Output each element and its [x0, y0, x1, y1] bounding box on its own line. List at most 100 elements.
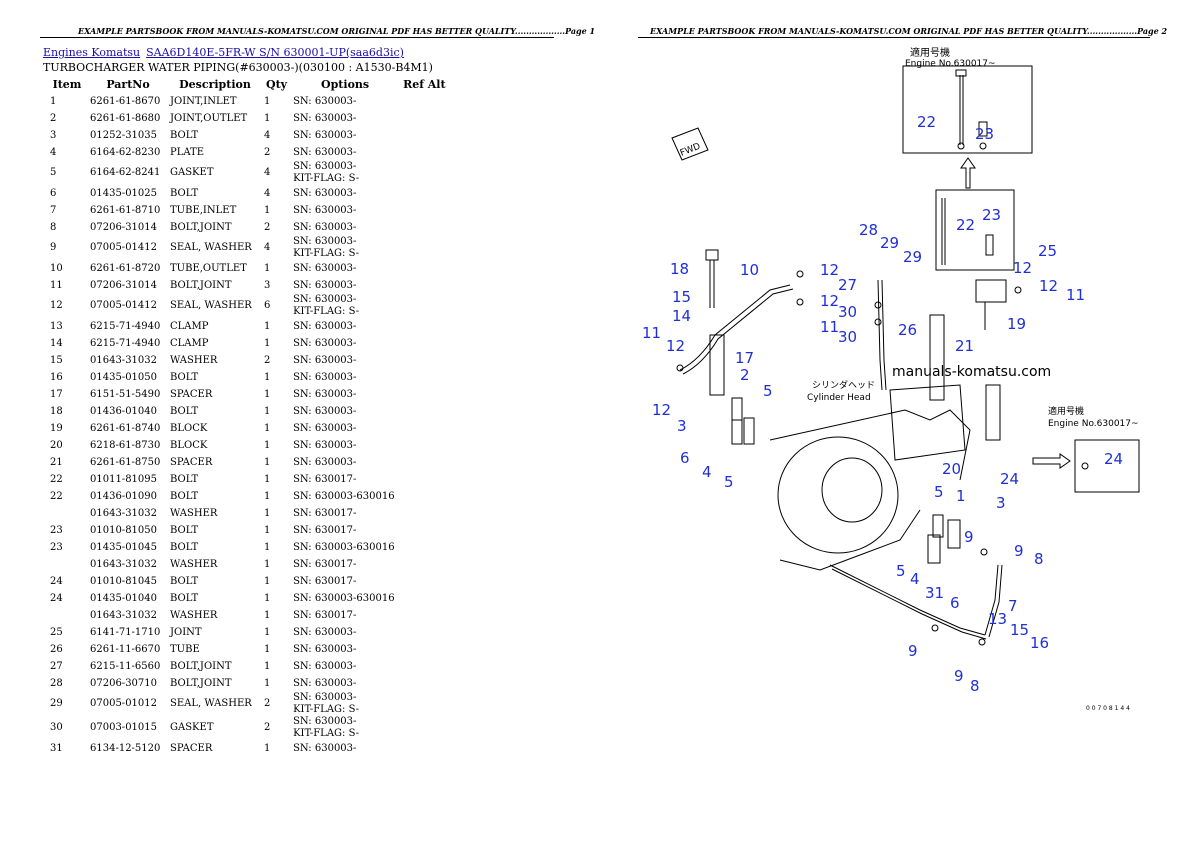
qty-cell: 2 — [264, 354, 271, 366]
options-serial: SN: 630003- — [293, 422, 357, 434]
qty-cell: 2 — [264, 722, 271, 733]
description-cell: BOLT,JOINT — [170, 677, 232, 689]
item-cell: 1 — [50, 95, 57, 107]
refalt-cell — [399, 716, 450, 740]
callout-number: 11 — [1066, 286, 1085, 304]
qty-cell: 1 — [264, 575, 271, 587]
inset-engine-label-right: Engine No.630017~ — [1048, 419, 1139, 429]
options-kit-flag: KIT-FLAG: S- — [293, 173, 360, 184]
options-kit-flag: KIT-FLAG: S- — [293, 306, 360, 317]
options-cell: SN: 630003-KIT-FLAG: S- — [291, 716, 399, 740]
item-cell: 22 — [50, 490, 63, 502]
partno-cell: 6164-62-8230 — [90, 146, 161, 158]
options-cell: SN: 630003- — [291, 318, 399, 335]
options-serial: SN: 630003- — [293, 692, 357, 703]
item-cell: 21 — [50, 456, 63, 468]
refalt-cell — [399, 522, 450, 539]
options-cell: SN: 630003- — [291, 277, 399, 294]
col-description: Description — [179, 78, 251, 91]
item-cell: 23 — [50, 524, 63, 536]
breadcrumb-link-engines[interactable]: Engines Komatsu — [43, 46, 141, 59]
description-cell: SEAL, WASHER — [170, 698, 252, 709]
callout-number: 12 — [820, 261, 839, 279]
qty-cell: 2 — [264, 698, 271, 709]
watermark: manuals-komatsu.com — [892, 364, 1051, 380]
callout-number: 9 — [954, 667, 964, 685]
partno-cell: 01436-01090 — [90, 490, 158, 502]
partno-cell: 01010-81050 — [90, 524, 158, 536]
options-cell: SN: 630003- — [291, 127, 399, 144]
callout-number: 26 — [898, 321, 917, 339]
refalt-cell — [399, 641, 450, 658]
item-cell: 25 — [50, 626, 63, 638]
refalt-cell — [399, 420, 450, 437]
item-cell: 24 — [50, 575, 63, 587]
callout-number: 11 — [820, 318, 839, 336]
options-serial: SN: 630003- — [293, 146, 357, 158]
qty-cell: 1 — [264, 490, 271, 502]
options-cell: SN: 630003-KIT-FLAG: S- — [291, 161, 399, 185]
callout-number: 12 — [1039, 277, 1058, 295]
description-cell: WASHER — [170, 609, 218, 621]
partno-cell: 6141-71-1710 — [90, 626, 161, 638]
options-serial: SN: 630003- — [293, 320, 357, 332]
qty-cell: 1 — [264, 337, 271, 349]
partno-cell: 01435-01045 — [90, 541, 158, 553]
callout-number: 23 — [982, 206, 1001, 224]
item-cell: 8 — [50, 221, 57, 233]
parts-diagram: 適用号機 Engine No.630017~ 適用号機 Engine No.63… — [642, 46, 1140, 712]
refalt-cell — [399, 505, 450, 522]
options-cell: SN: 630003- — [291, 437, 399, 454]
qty-cell: 1 — [264, 660, 271, 672]
partno-cell: 01011-81095 — [90, 473, 158, 485]
item-cell: 28 — [50, 677, 63, 689]
qty-cell: 1 — [264, 541, 271, 553]
refalt-cell — [399, 573, 450, 590]
partno-cell: 01643-31032 — [90, 354, 158, 366]
header-rule-right — [638, 37, 1150, 38]
item-cell — [40, 505, 88, 522]
callout-number: 29 — [903, 248, 922, 266]
callout-number: 14 — [672, 307, 691, 325]
partno-cell: 6218-61-8730 — [90, 439, 161, 451]
refalt-cell — [399, 93, 450, 110]
callout-number: 3 — [677, 417, 687, 435]
refalt-cell — [399, 675, 450, 692]
options-kit-flag: KIT-FLAG: S- — [293, 704, 360, 715]
item-cell: 27 — [50, 660, 63, 672]
qty-cell: 3 — [264, 279, 271, 291]
callout-number: 12 — [666, 337, 685, 355]
callout-number: 6 — [680, 449, 690, 467]
refalt-cell — [399, 260, 450, 277]
callout-number: 21 — [955, 337, 974, 355]
description-cell: TUBE,INLET — [170, 204, 237, 216]
description-cell: BOLT — [170, 187, 199, 199]
options-cell: SN: 630003- — [291, 110, 399, 127]
description-cell: BOLT — [170, 473, 199, 485]
callout-number: 9 — [908, 642, 918, 660]
callout-number: 4 — [702, 463, 712, 481]
qty-cell: 2 — [264, 221, 271, 233]
callout-number: 5 — [763, 382, 773, 400]
partno-cell: 6261-11-6670 — [90, 643, 161, 655]
partno-cell: 07206-31014 — [90, 279, 158, 291]
options-cell: SN: 630003-KIT-FLAG: S- — [291, 294, 399, 318]
options-cell: SN: 630003- — [291, 352, 399, 369]
qty-cell: 2 — [264, 146, 271, 158]
callout-number: 23 — [975, 125, 994, 143]
inset-box-top — [902, 65, 1033, 154]
options-cell: SN: 630003- — [291, 93, 399, 110]
description-cell: TUBE,OUTLET — [170, 262, 247, 274]
breadcrumb-link-model[interactable]: SAA6D140E-5FR-W S/N 630001-UP(saa6d3ic) — [146, 46, 404, 59]
options-cell: SN: 630003-630016 — [291, 539, 399, 556]
